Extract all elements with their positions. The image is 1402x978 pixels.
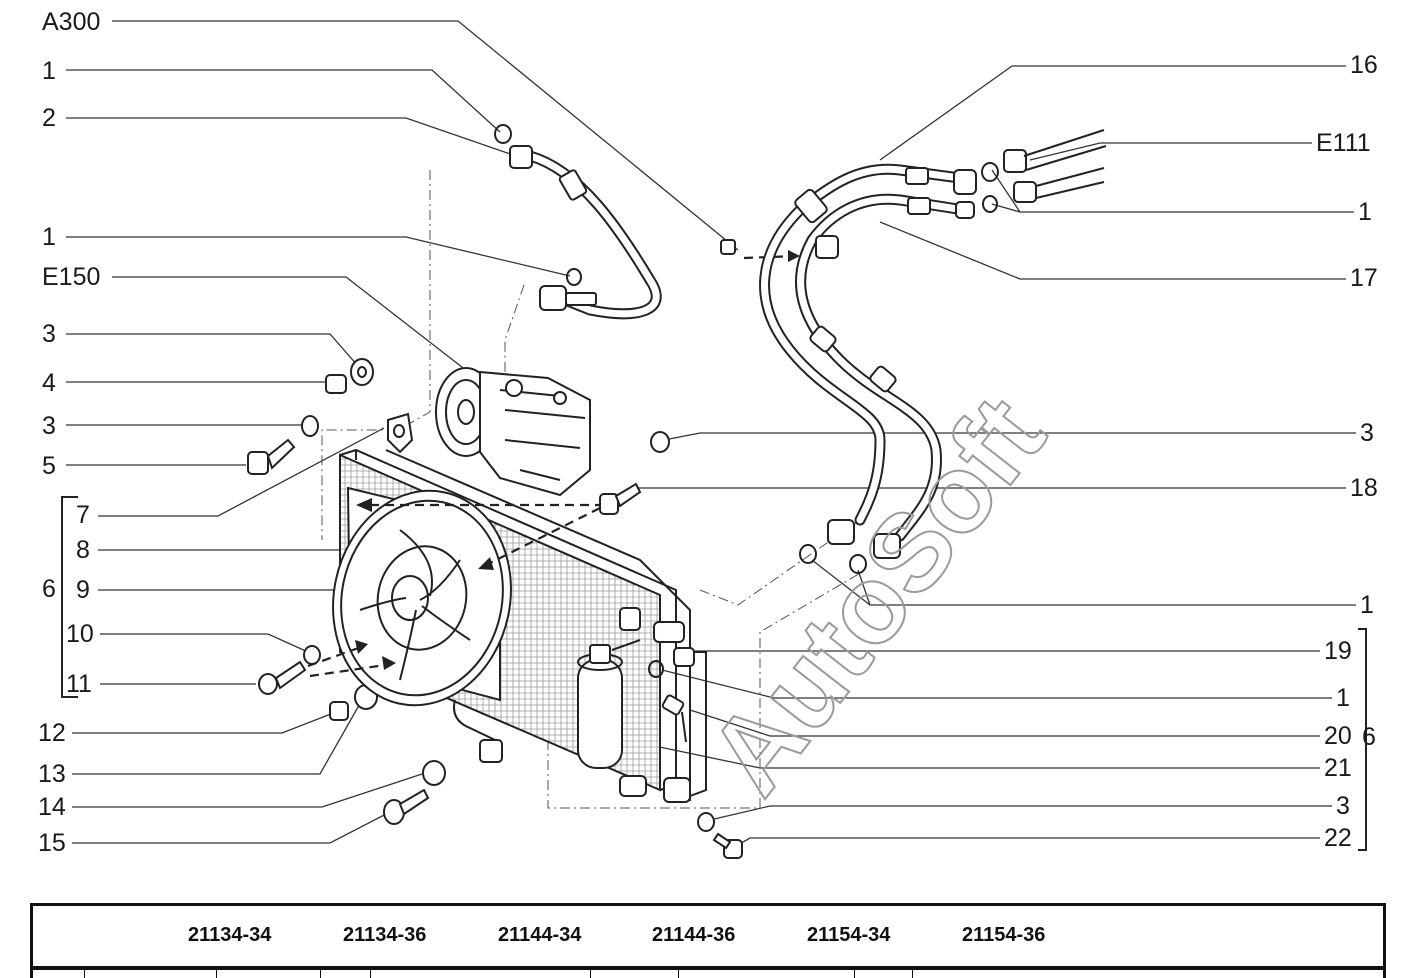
- ac-system-exploded-diagram: A300 1 2 1 E150 3 4 3 5 6 7 8 9 10 11 12…: [38, 8, 1378, 859]
- table-divider: [84, 970, 85, 978]
- receiver-dryer: [577, 607, 743, 859]
- callout-e111: E111: [1316, 129, 1371, 157]
- callout-22-bolt: 22: [1324, 824, 1352, 852]
- callout-9-fan: 9: [76, 576, 90, 604]
- callout-3-washer-lower: 3: [1336, 792, 1350, 820]
- cooling-fan: [332, 486, 512, 763]
- callout-11-screw: 11: [66, 670, 92, 698]
- callout-2-hose-fitting: 2: [42, 104, 56, 132]
- callout-1-orings-lower: 1: [1360, 591, 1374, 619]
- callout-17-hose: 17: [1350, 264, 1378, 292]
- fasteners-left: [247, 358, 446, 825]
- callout-5-bolt: 5: [42, 452, 56, 480]
- callout-15-screw: 15: [38, 829, 66, 857]
- model-code: 21134-36: [343, 924, 427, 946]
- callout-16-hose-assembly: 16: [1350, 51, 1378, 79]
- model-table-second-row: [30, 969, 1386, 978]
- compressor: [435, 367, 591, 497]
- model-code: 21154-36: [962, 924, 1046, 946]
- callout-18-bolt: 18: [1350, 474, 1378, 502]
- table-divider: [854, 970, 855, 978]
- right-callouts: 16 E111 1 17 3 18 1 6 19 1 20 21 3 22: [625, 51, 1378, 852]
- callout-13-washer: 13: [38, 760, 66, 788]
- left-callouts: A300 1 2 1 E150 3 4 3 5 6 7 8 9 10 11 12…: [38, 8, 739, 857]
- callout-1-oring-compressor: 1: [42, 223, 56, 251]
- callout-4-nut: 4: [42, 369, 56, 397]
- model-code: 21144-34: [498, 924, 582, 946]
- callout-e150: E150: [42, 263, 100, 291]
- model-code: 21134-34: [188, 924, 272, 946]
- callout-1-oring-top: 1: [42, 57, 56, 85]
- callout-8-fan-shroud: 8: [76, 536, 90, 564]
- table-divider: [590, 970, 591, 978]
- callout-a300: A300: [42, 8, 100, 36]
- callout-3-washer-b: 3: [42, 412, 56, 440]
- group-bracket-right: [1358, 628, 1367, 851]
- callout-14-washer: 14: [38, 793, 66, 821]
- group-label-6-right: 6: [1362, 723, 1376, 751]
- callout-1-orings-right: 1: [1358, 198, 1372, 226]
- discharge-hose: [494, 124, 662, 320]
- suction-hoses: [759, 129, 1107, 574]
- callout-21-receiver-dryer: 21: [1324, 754, 1352, 782]
- callout-7-bracket: 7: [76, 501, 90, 529]
- callout-19-fitting: 19: [1324, 637, 1352, 665]
- table-divider: [678, 970, 679, 978]
- model-code: 21144-36: [652, 924, 736, 946]
- group-label-6-left: 6: [42, 575, 56, 603]
- callout-3-washer-a: 3: [42, 320, 56, 348]
- table-divider: [216, 970, 217, 978]
- assembly-arrows: [307, 250, 800, 678]
- callout-10-clip: 10: [66, 620, 94, 648]
- group-bracket-left: [61, 496, 78, 698]
- table-divider: [912, 970, 913, 978]
- callout-20-pressure-switch: 20: [1324, 722, 1352, 750]
- callout-12-nut: 12: [38, 719, 66, 747]
- assembly-guide-lines: [321, 170, 863, 809]
- callout-3-washer-right: 3: [1360, 419, 1374, 447]
- table-divider: [370, 970, 371, 978]
- model-applicability-table: [30, 903, 1386, 969]
- fasteners-center: [599, 239, 736, 515]
- callout-1-oring-receiver: 1: [1336, 684, 1350, 712]
- table-divider: [320, 970, 321, 978]
- model-code: 21154-34: [807, 924, 891, 946]
